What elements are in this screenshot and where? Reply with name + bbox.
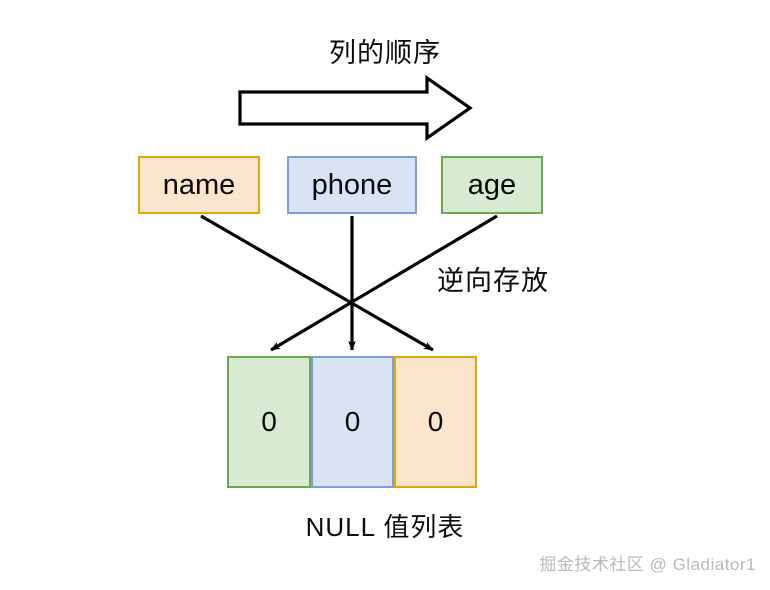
column-box-phone-label: phone [311, 168, 393, 201]
mapping-arrow-name-to-cell3 [200, 214, 434, 352]
mapping-arrow-age-to-cell1 [270, 214, 498, 352]
column-box-name[interactable]: name [138, 156, 260, 214]
null-list-cell-1[interactable]: 0 [227, 356, 311, 488]
column-box-age-label: age [467, 168, 517, 201]
column-box-phone[interactable]: phone [287, 156, 417, 214]
column-box-age[interactable]: age [441, 156, 543, 214]
null-list-cell-2[interactable]: 0 [311, 356, 394, 488]
null-list-cell-2-value: 0 [344, 406, 361, 437]
column-box-name-label: name [162, 168, 236, 201]
column-order-arrow [238, 74, 473, 142]
null-list-cell-1-value: 0 [261, 406, 277, 437]
null-list-cell-3[interactable]: 0 [394, 356, 477, 488]
null-list-caption: NULL 值列表 [305, 512, 465, 542]
null-list-cell-3-value: 0 [427, 406, 444, 437]
reverse-storage-label: 逆向存放 [437, 266, 549, 296]
watermark: 掘金技术社区 @ Gladiator1 [539, 555, 756, 574]
column-order-title: 列的顺序 [329, 38, 441, 68]
